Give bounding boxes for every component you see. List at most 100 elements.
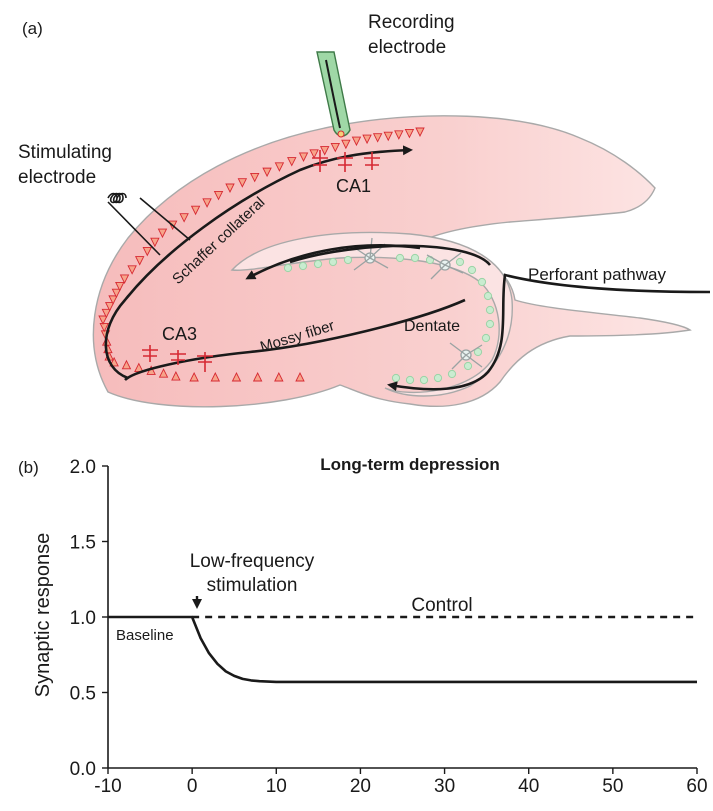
granule-cell <box>410 253 420 263</box>
pyramidal-cell <box>158 368 169 378</box>
y-tick-label: 1.5 <box>70 533 96 554</box>
x-tick-label: 30 <box>434 776 455 797</box>
synapses <box>142 150 380 372</box>
control-label: Control <box>411 595 472 616</box>
pyramidal-cell <box>210 371 221 382</box>
pyramidal-cell-band <box>98 127 425 382</box>
granule-cell <box>419 375 429 385</box>
perforant-pathway-label: Perforant pathway <box>528 265 666 284</box>
mossy-fiber-arrow <box>245 244 421 280</box>
pyramidal-cell <box>274 371 284 382</box>
pyramidal-cell <box>225 183 235 194</box>
pyramidal-cell <box>404 128 415 139</box>
pyramidal-cell <box>202 198 212 208</box>
recording-electrode <box>316 51 351 138</box>
dentate-gyrus <box>230 231 513 397</box>
pyramidal-cell <box>262 167 272 178</box>
panel-b-label: (b) <box>18 458 39 477</box>
pyramidal-cell <box>362 134 372 145</box>
pyramidal-cell <box>231 371 242 382</box>
pyramidal-cell <box>298 152 309 162</box>
pathways <box>104 145 711 392</box>
pyramidal-cell <box>142 246 153 257</box>
pyramidal-cell <box>252 371 263 382</box>
low-frequency-label-line2: stimulation <box>207 575 298 596</box>
granule-cells <box>283 253 495 385</box>
pyramidal-cell <box>274 162 285 172</box>
y-tick-label: 0.0 <box>70 759 96 780</box>
pyramidal-cell <box>237 178 248 188</box>
granule-cell <box>395 253 405 263</box>
granule-cell <box>298 261 308 271</box>
pyramidal-cell <box>115 282 125 292</box>
granule-cell <box>433 373 443 383</box>
pyramidal-cell <box>119 274 130 284</box>
dentate-label: Dentate <box>404 318 460 335</box>
pyramidal-cell <box>394 130 404 140</box>
granule-cell <box>483 291 493 301</box>
perforant-pathway-path <box>387 273 711 392</box>
granule-cell <box>463 361 473 371</box>
y-tick-label: 2.0 <box>70 457 96 478</box>
granule-cell <box>477 277 487 287</box>
chart-title: Long-term depression <box>320 455 499 474</box>
stimulating-electrode-label-line1: Stimulating <box>18 142 112 163</box>
pyramidal-cell <box>150 237 160 248</box>
pyramidal-cell <box>171 371 181 381</box>
pyramidal-cell <box>98 315 108 326</box>
low-frequency-label-line1: Low-frequency <box>190 551 315 572</box>
pyramidal-cell <box>104 302 115 312</box>
pyramidal-cell <box>189 371 199 382</box>
stimulating-electrode-label-line2: electrode <box>18 167 96 188</box>
recording-electrode-label-line2: electrode <box>368 37 446 58</box>
granule-cell <box>467 265 477 275</box>
x-tick-label: 50 <box>602 776 623 797</box>
granule-cell <box>328 257 338 267</box>
ca1-label: CA1 <box>336 176 371 196</box>
x-tick-label: 40 <box>518 776 539 797</box>
pyramidal-cell <box>309 149 319 159</box>
pyramidal-cell <box>111 288 122 299</box>
pyramidal-cell <box>249 172 260 183</box>
granule-cell <box>343 255 353 265</box>
panel-a: (a) <box>18 12 711 408</box>
pyramidal-cell <box>383 131 393 142</box>
granule-cell <box>481 333 491 343</box>
baseline-label: Baseline <box>116 627 174 644</box>
chart-series <box>108 615 697 684</box>
pyramidal-cell <box>190 205 201 216</box>
pyramidal-cell <box>341 139 351 150</box>
x-tick-label: 10 <box>266 776 287 797</box>
granule-cell <box>455 257 465 267</box>
pyramidal-cell <box>287 157 297 167</box>
pyramidal-cell <box>99 322 109 333</box>
pyramidal-cell <box>127 265 137 275</box>
pyramidal-cell <box>157 228 168 239</box>
dentate-neurons <box>351 237 483 370</box>
granule-cell <box>405 375 415 385</box>
x-tick-label: 20 <box>350 776 371 797</box>
y-tick-label: 0.5 <box>70 684 96 705</box>
series-line-ltd <box>108 615 697 684</box>
y-axis-label: Synaptic response <box>32 533 54 698</box>
pyramidal-cell <box>213 190 224 201</box>
pyramidal-cell <box>121 359 132 370</box>
pyramidal-cell <box>319 146 330 156</box>
ca3-label: CA3 <box>162 324 197 344</box>
pyramidal-cell <box>330 142 341 153</box>
pyramidal-cell <box>179 213 189 223</box>
panel-b: (b) Long-term depression Synaptic respon… <box>18 455 708 797</box>
pyramidal-cell <box>108 295 118 305</box>
granule-cell <box>447 369 457 379</box>
stimulating-electrode <box>107 192 191 256</box>
granule-cell <box>485 319 495 329</box>
x-tick-label: -10 <box>94 776 121 797</box>
pyramidal-cell <box>415 127 425 138</box>
granule-cell <box>283 263 293 273</box>
pyramidal-cell <box>134 256 145 266</box>
x-tick-label: 0 <box>187 776 198 797</box>
granule-cell <box>485 305 495 315</box>
y-tick-label: 1.0 <box>70 608 96 629</box>
